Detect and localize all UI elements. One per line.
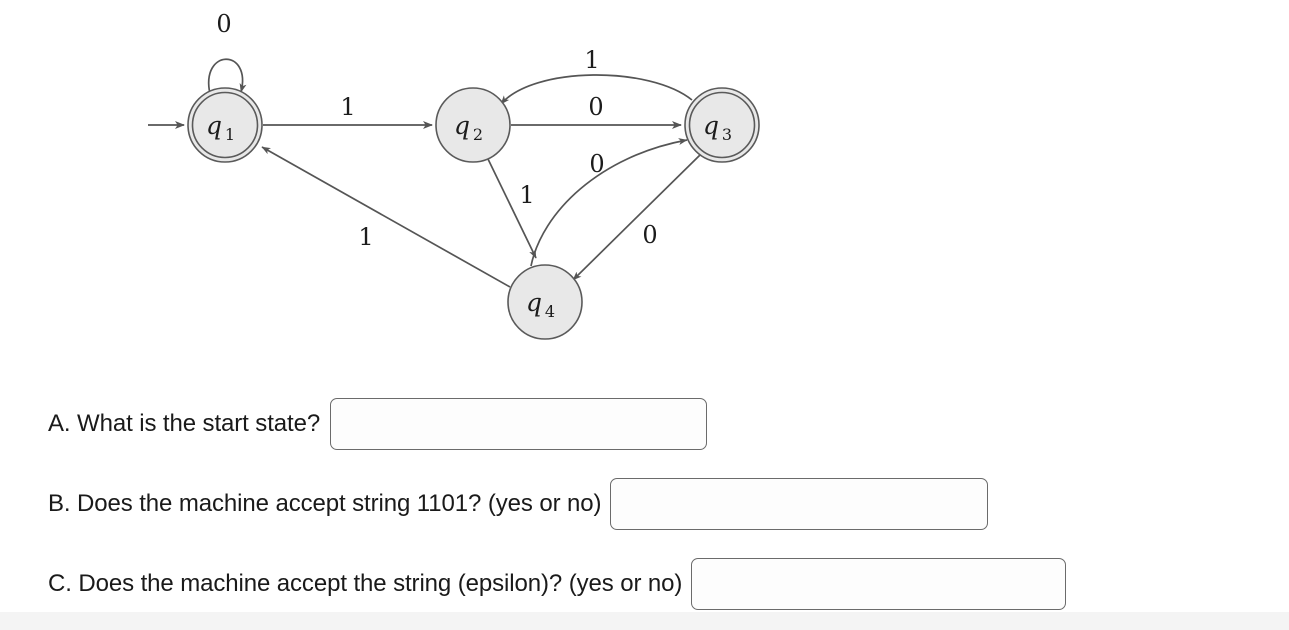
question-row-a: A. What is the start state?: [48, 398, 708, 450]
question-label-c: C. Does the machine accept the string (e…: [48, 570, 683, 597]
svg-text:q: q: [206, 111, 222, 140]
automaton-svg: 0 1 0 1 1 1: [148, 10, 760, 340]
edge-q2-q4: [487, 158, 537, 259]
edge-label-q2-q3: 0: [588, 93, 603, 121]
node-q4: q 4: [507, 264, 583, 340]
answer-input-a[interactable]: [330, 398, 708, 450]
answer-input-c[interactable]: [691, 558, 1067, 610]
question-label-b: B. Does the machine accept string 1101? …: [48, 490, 602, 517]
svg-text:4: 4: [545, 302, 555, 321]
svg-text:q: q: [454, 111, 470, 140]
bottom-strip: [0, 612, 1289, 630]
node-q3: q 3: [684, 87, 760, 163]
edge-label-q4-q1: 1: [358, 223, 373, 251]
edge-label-q1-q2: 1: [340, 93, 355, 121]
edge-q3-q4: [572, 154, 701, 281]
edge-label-q1-q1: 0: [216, 10, 231, 38]
edge-label-q3-q4: 0: [642, 221, 657, 249]
edge-q4-q3: [530, 138, 688, 267]
edge-label-q2-q4: 1: [519, 181, 534, 209]
question-label-a: A. What is the start state?: [48, 410, 321, 437]
svg-text:1: 1: [225, 125, 235, 144]
edge-q1-q1: [207, 58, 247, 95]
svg-text:2: 2: [473, 125, 483, 144]
automaton-diagram: 0 1 0 1 1 1: [148, 10, 760, 340]
node-q2: q 2: [435, 87, 511, 163]
svg-text:q: q: [526, 288, 542, 317]
node-q1: q 1: [187, 87, 263, 163]
edge-label-q3-q2: 1: [584, 46, 599, 74]
answer-input-b[interactable]: [610, 478, 989, 530]
edge-q3-q2: [500, 74, 693, 105]
question-row-c: C. Does the machine accept the string (e…: [48, 558, 1067, 610]
edge-label-q4-q3: 0: [589, 150, 604, 178]
question-row-b: B. Does the machine accept string 1101? …: [48, 478, 989, 530]
svg-text:q: q: [703, 111, 719, 140]
edge-q4-q1: [261, 146, 511, 288]
svg-text:3: 3: [722, 125, 732, 144]
